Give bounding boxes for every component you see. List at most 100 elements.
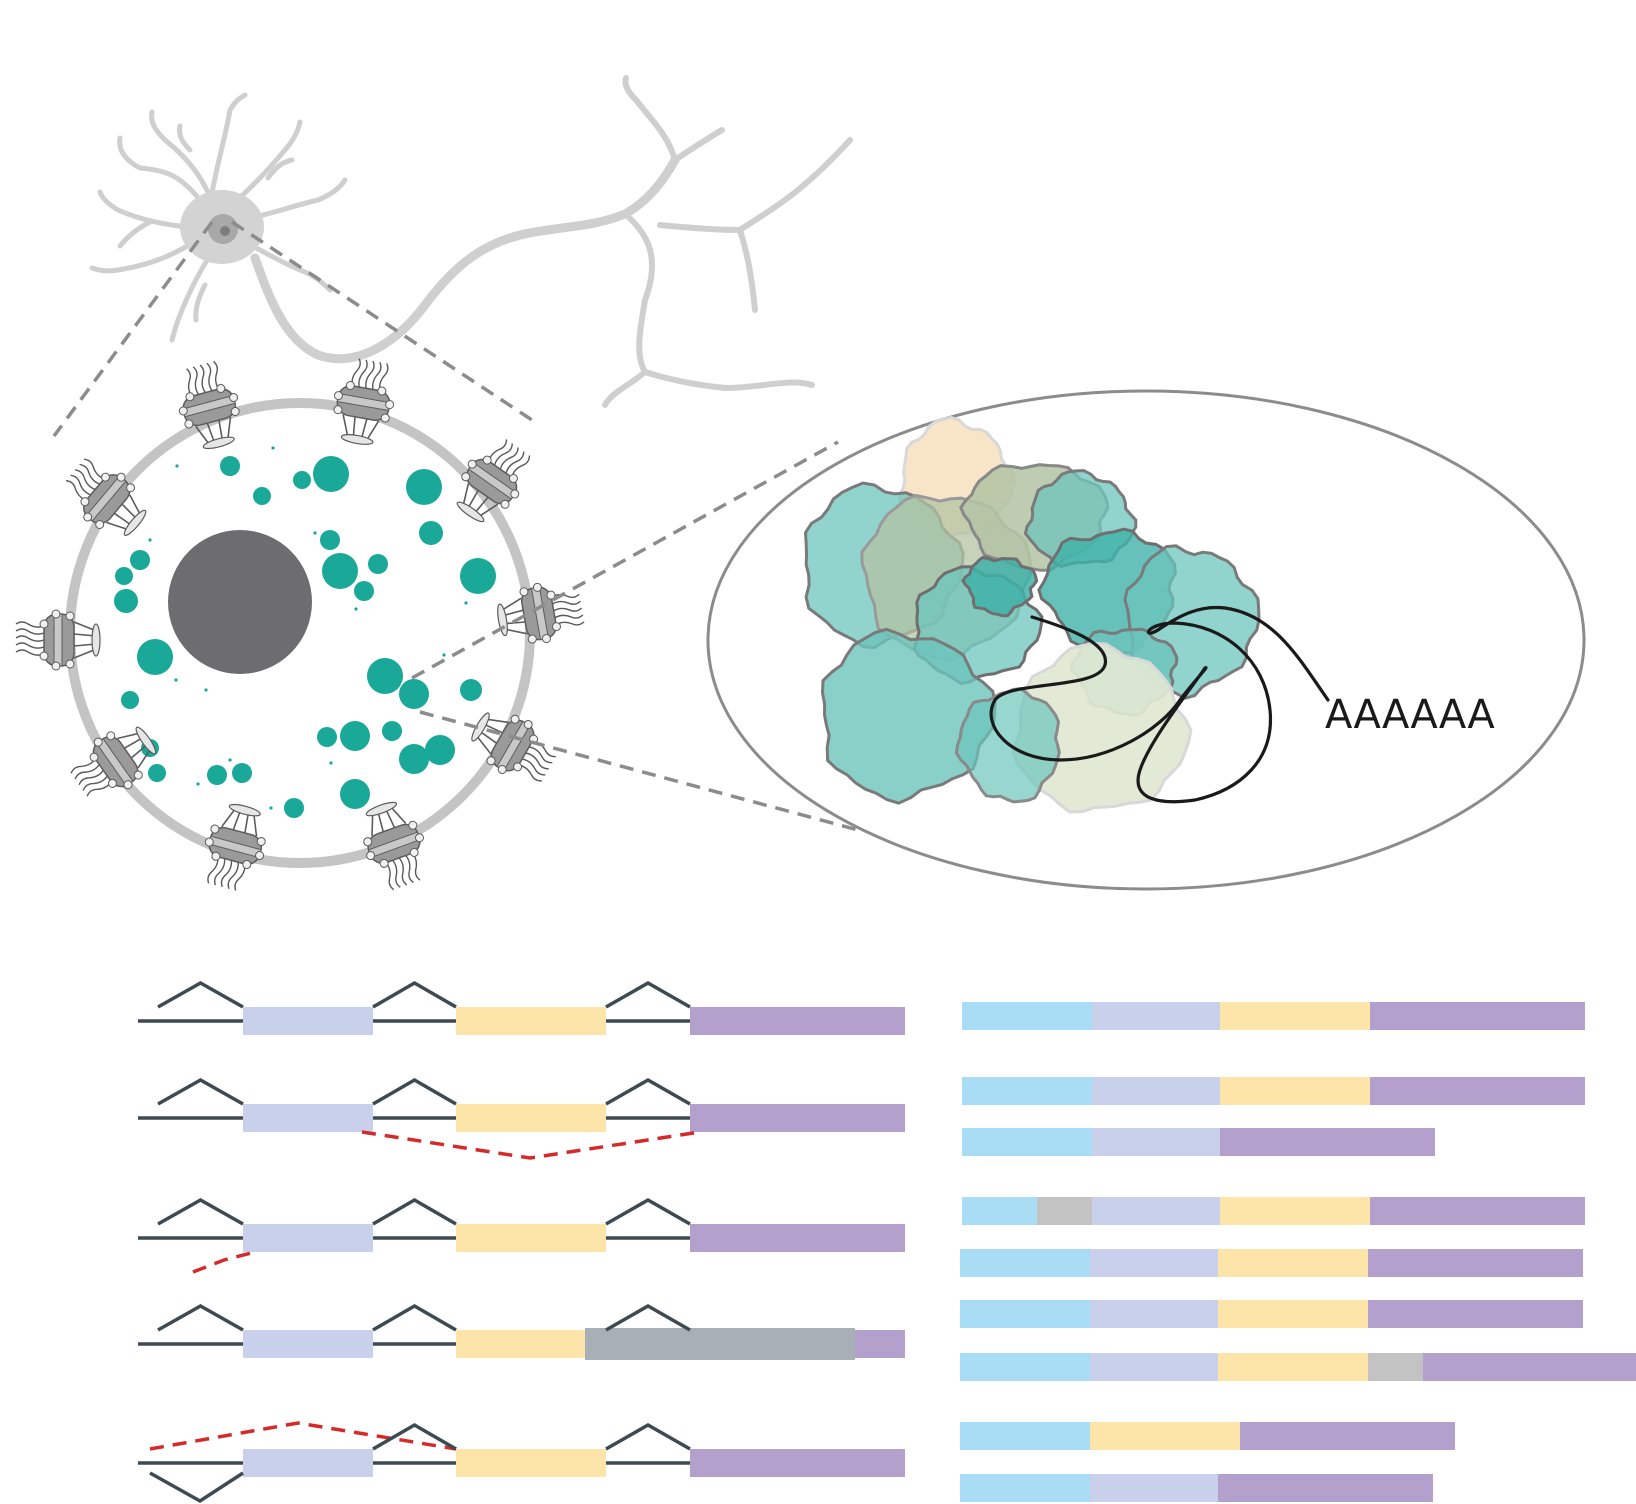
channel-tail xyxy=(78,769,104,786)
rna-granule xyxy=(367,658,403,694)
channel-tail xyxy=(550,593,580,599)
cell-nucleus xyxy=(168,530,312,674)
granule-dot xyxy=(196,782,200,786)
protein-blob xyxy=(961,555,1039,618)
channel-head xyxy=(51,609,61,619)
splice-junction xyxy=(372,1077,457,1106)
granule-dot xyxy=(148,538,152,542)
splice-junction xyxy=(372,1303,457,1332)
resulting-mrna-isoforms xyxy=(960,1002,1636,1502)
rna-granule xyxy=(354,581,374,601)
channel-head xyxy=(65,611,75,621)
rnp-condensate-zoom: AAAAAA xyxy=(706,389,1586,891)
rna-granule xyxy=(137,639,173,675)
channel-tail xyxy=(70,474,91,496)
channel-tail xyxy=(192,366,200,395)
rna-granule xyxy=(368,554,388,574)
splice-junction xyxy=(605,1303,691,1332)
channel-head xyxy=(83,512,93,522)
channel-tail xyxy=(83,458,105,480)
alternative-splice-junction xyxy=(149,1421,457,1451)
granule-dot xyxy=(269,806,273,810)
channel-head xyxy=(230,407,240,417)
rna-granule xyxy=(382,721,402,741)
ion-channel-icon xyxy=(471,712,556,782)
channel-head xyxy=(379,858,389,868)
channel-base xyxy=(365,801,398,817)
exon-b-segment xyxy=(1218,1353,1368,1381)
exon-b-segment xyxy=(1220,1002,1370,1030)
channel-head xyxy=(39,619,49,629)
channel-base xyxy=(456,501,485,523)
exon-a xyxy=(243,1224,373,1252)
rna-granule xyxy=(148,764,166,782)
mrna-isoform xyxy=(960,1422,1455,1450)
rna-granule xyxy=(406,469,442,505)
zoom-lines-neuron-to-soma xyxy=(52,220,536,438)
channel-tail xyxy=(213,360,220,390)
channel-tail xyxy=(15,635,45,642)
splice-junction xyxy=(372,1422,457,1451)
channel-head xyxy=(363,837,373,847)
exon-b-segment xyxy=(1090,1422,1240,1450)
channel-head xyxy=(133,770,143,780)
channel-tail xyxy=(214,858,226,886)
splice-junction xyxy=(605,1077,691,1106)
rna-granule xyxy=(121,691,139,709)
exon-c-segment xyxy=(1370,1197,1585,1225)
rna-granules xyxy=(114,446,496,818)
channel-head xyxy=(508,473,518,483)
granule-dot xyxy=(313,531,317,535)
channel-tail xyxy=(86,781,112,797)
exon-a-segment xyxy=(1092,1197,1220,1225)
splice-junction xyxy=(372,1197,457,1226)
channel-head xyxy=(80,497,90,507)
channel-tail xyxy=(358,359,368,388)
channel-head xyxy=(523,719,533,729)
channel-head xyxy=(39,651,49,661)
channel-head xyxy=(532,582,542,592)
protein-blob xyxy=(820,627,997,805)
channel-head xyxy=(519,587,529,597)
rna-granule xyxy=(460,558,496,594)
channel-head xyxy=(414,833,424,843)
rna-granule xyxy=(293,471,311,489)
utr-segment xyxy=(960,1300,1090,1328)
zoom-lines-granule-to-condensate xyxy=(411,440,859,832)
exon-b-segment xyxy=(1220,1197,1370,1225)
channel-head xyxy=(467,459,477,469)
rna-granule xyxy=(340,779,370,809)
splice-junction xyxy=(157,1077,244,1106)
channel-head xyxy=(116,472,126,482)
mrna-isoform xyxy=(962,1128,1435,1156)
ion-channels xyxy=(15,358,585,891)
poly-a-tail-label: AAAAAA xyxy=(1325,692,1495,738)
channel-tail xyxy=(15,621,45,628)
exon-a-segment xyxy=(1090,1300,1218,1328)
channel-tail xyxy=(70,758,96,774)
exon-b-segment xyxy=(1220,1077,1370,1105)
exon-a xyxy=(243,1330,373,1358)
channel-tail xyxy=(65,479,87,501)
mrna-isoform xyxy=(962,1197,1585,1225)
splice-junction xyxy=(157,1303,244,1332)
exon-a xyxy=(243,1449,373,1477)
alternative-splice-junction xyxy=(361,1130,701,1160)
mrna-isoform xyxy=(960,1249,1583,1277)
exon-c-segment xyxy=(1370,1002,1585,1030)
exon-c-segment xyxy=(1368,1300,1583,1328)
channel-tail xyxy=(385,862,395,891)
exon-c-segment xyxy=(1368,1249,1583,1277)
channel-tail xyxy=(15,628,45,635)
exon-b xyxy=(456,1330,606,1358)
channel-head xyxy=(482,455,492,465)
channel-legs xyxy=(462,483,499,517)
channel-head xyxy=(178,406,188,416)
channel-head xyxy=(333,405,343,415)
protein-blobs xyxy=(803,415,1261,814)
alternative-splicing-gene-models xyxy=(138,980,905,1504)
rna-granule xyxy=(320,530,340,550)
ion-channel-icon xyxy=(497,582,585,644)
ion-channel-icon xyxy=(178,360,240,450)
channel-head xyxy=(380,413,390,423)
